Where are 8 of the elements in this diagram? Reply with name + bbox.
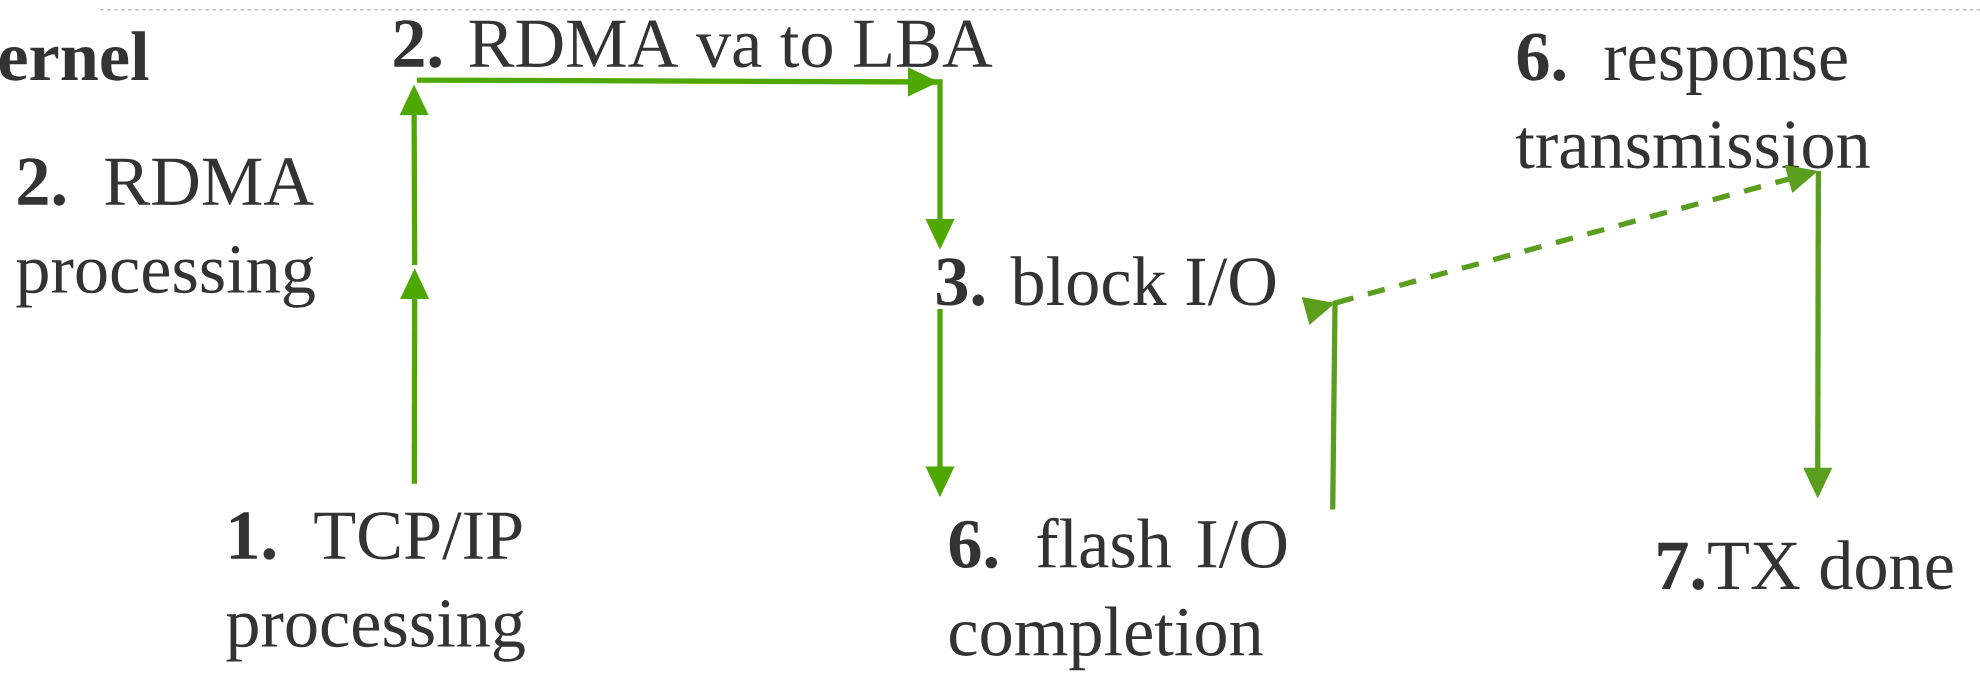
step-label: 2. RDMA processing [16, 158, 315, 308]
step-label: 6. flash I/O completion [949, 517, 1287, 671]
step-label: 1. TCP/IP processing [226, 512, 525, 662]
step-label: 3. block I/O [937, 256, 1276, 306]
step-label: 2. RDMA va to LBA [394, 20, 993, 68]
step-label: 7.TX done [1658, 540, 1953, 590]
step-label: 6. response transmission [1516, 33, 1870, 169]
section-heading: ernel [0, 31, 149, 81]
